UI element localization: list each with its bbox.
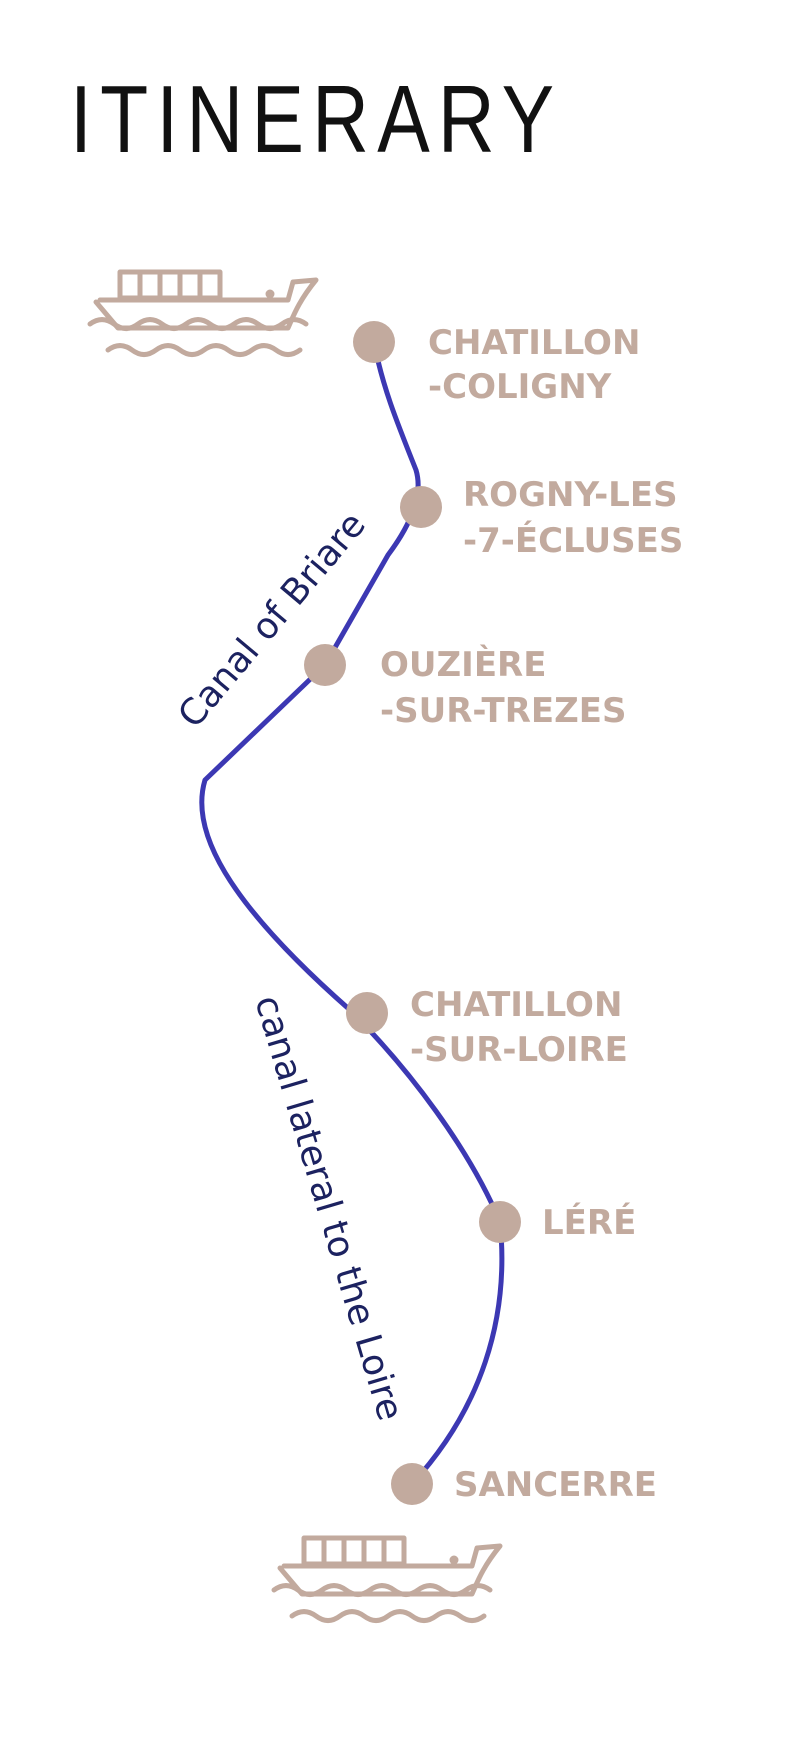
stop-marker: [353, 321, 395, 363]
stop-label-sancerre: SANCERRE: [454, 1465, 657, 1505]
stop-marker: [400, 486, 442, 528]
barge-icon: [87, 269, 319, 357]
stop-marker: [479, 1201, 521, 1243]
stop-marker: [304, 644, 346, 686]
stop-marker: [346, 992, 388, 1034]
barge-icon: [271, 1535, 503, 1623]
canal-label-briare: Canal of Briare: [170, 505, 373, 736]
stop-label-chatillon-sur-loire: CHATILLON -SUR-LOIRE: [410, 985, 634, 1070]
stop-label-rogny-les-7-ecluses: ROGNY-LES -7-ÉCLUSES: [463, 475, 689, 561]
route-line: [199, 339, 505, 1487]
stop-label-chatillon-coligny: CHATILLON -COLIGNY: [428, 323, 652, 407]
canal-label-lateral: canal lateral to the Loire: [246, 991, 410, 1425]
stop-label-ouziere-sur-trezes: OUZIÈRE -SUR-TREZES: [380, 644, 626, 731]
stop-label-lere: LÉRÉ: [542, 1202, 636, 1243]
page-title: ITINERARY: [70, 66, 563, 173]
stop-marker: [391, 1463, 433, 1505]
